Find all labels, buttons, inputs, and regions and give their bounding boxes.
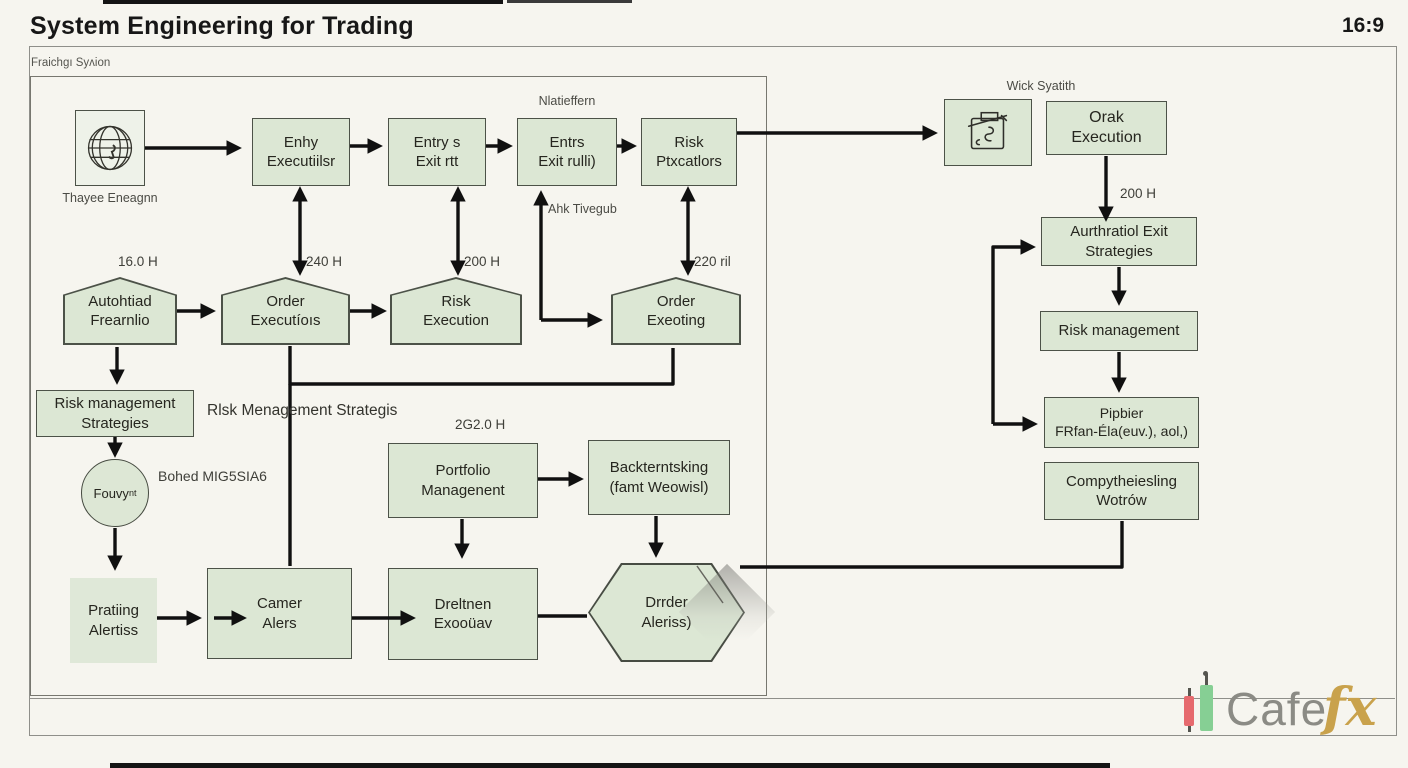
node-entry-exit-rules: Entrs Exit rulli) [517,118,617,186]
label-16-0-h: 16.0 H [118,254,158,269]
label-262-h: 2G2.0 H [455,417,506,432]
node-entry-exit-rt: Entry s Exit rtt [388,118,486,186]
label-220-ril: 220 ril [694,254,731,269]
top-edge-artifact-2 [507,0,632,3]
node-portfolio-management: Portfolio Managenent [388,443,538,518]
label-200-h-right: 200 H [1120,186,1157,201]
node-risk-indicators: Risk Ptxcatlors [641,118,737,186]
fouvy-sup: nt [128,488,137,498]
node-comprehensive-workflow: Compytheiesling Wotrów [1044,462,1199,520]
node-risk-management-right: Risk management [1040,311,1198,351]
node-risk-management-strategies: Risk management Strategies [36,390,194,437]
node-pratiing-alertiss: Pratiing Alertiss [70,578,157,663]
cafe-wordmark: Cafe [1226,683,1328,735]
document-icon-box [944,99,1032,166]
diagram-subtitle: Fraichgı Syʌion [31,57,111,69]
label-wick-syatith: Wick Syatith [1006,79,1076,93]
node-pipbier: Pipbier FRfan-Éla(euv.), aol,) [1044,397,1199,448]
flowchart-container [30,76,767,696]
node-dreltnen-execution: Dreltnen Exooüav [388,568,538,660]
node-camer-alers: Camer Alers [207,568,352,659]
node-backtesting: Backterntsking (famt Weowisl) [588,440,730,515]
trading-engine-caption: Thayee Eneagnn [62,191,158,205]
candlestick-icon [1178,670,1220,732]
fouvy-label: Fouvy [93,485,129,501]
fx-wordmark: fx [1323,677,1377,739]
label-bohed: Bohed MIG5SIA6 [158,468,267,484]
label-200-h: 200 H [464,254,501,269]
node-entry-execution: Enhy Executiilsr [252,118,350,186]
outer-frame [29,46,1397,736]
bottom-edge-artifact [110,763,1110,768]
node-order-execution-right: Orak Execution [1046,101,1167,155]
top-edge-artifact [103,0,503,4]
footer-divider [29,698,1395,699]
label-risk-management-strategis: Rlsk Menagement Strategis [207,402,398,419]
label-240-h: 240 H [306,254,343,269]
clipboard-icon [967,111,1008,149]
label-ahk-tivegub: Ahk Tivegub [548,202,617,216]
node-authorized-exit-strategies: Aurthratiol Exit Strategies [1041,217,1197,266]
aspect-ratio-label: 16:9 [1341,14,1384,37]
globe-icon [87,125,133,171]
page-title: System Engineering for Trading [30,12,414,40]
label-natieffern: Nlatieffern [538,94,596,108]
trading-engine-icon-box [75,110,145,186]
